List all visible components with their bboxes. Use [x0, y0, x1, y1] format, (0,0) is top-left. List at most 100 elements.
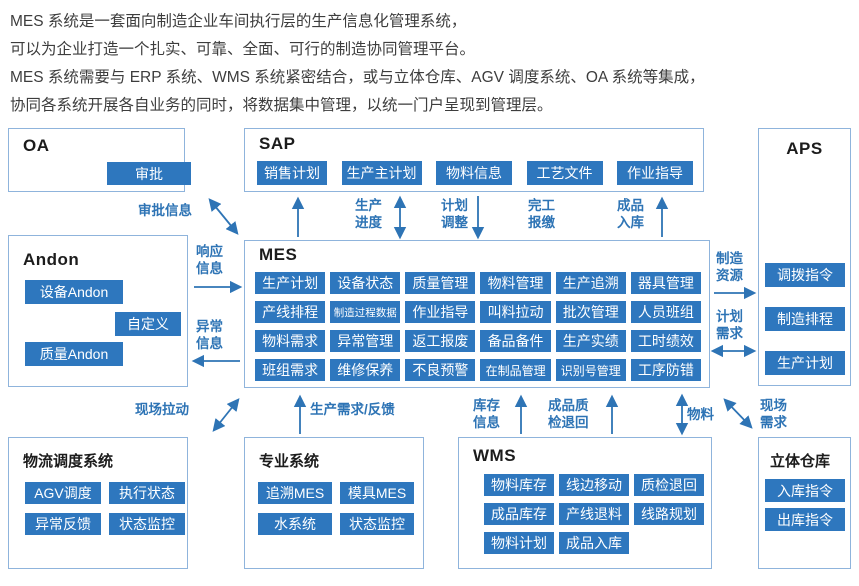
node-inbound-order: 入库指令	[765, 479, 845, 502]
wms-title: WMS	[473, 446, 517, 465]
node-abnormal-feedback: 异常反馈	[25, 513, 101, 535]
node-finished-goods-inbound: 成品入库	[559, 532, 629, 554]
wms-node-grid: 物料库存 线边移动 质检退回 成品库存 产线退料 线路规划 物料计划 成品入库	[484, 474, 704, 554]
label-finished-goods-in: 成品 入库	[617, 198, 644, 230]
intro-paragraph: MES 系统是一套面向制造企业车间执行层的生产信息化管理系统， 可以为企业打造一…	[10, 8, 705, 120]
node-equipment-status: 设备状态	[330, 272, 401, 294]
sap-title: SAP	[259, 134, 296, 153]
node-production-plan-aps: 生产计划	[765, 351, 845, 375]
node-tooling-management: 器具管理	[630, 272, 701, 294]
specialized-node-grid: 追溯MES 模具MES 水系统 状态监控	[258, 482, 416, 535]
andon-title: Andon	[23, 250, 80, 269]
label-manufacturing-resources: 制造 资源	[716, 251, 743, 283]
aps-system-box: APS 调拨指令 制造排程 生产计划	[758, 128, 851, 386]
node-material-management: 物料管理	[480, 272, 551, 294]
node-process-file: 工艺文件	[526, 161, 603, 185]
node-custom-andon: 自定义	[115, 312, 181, 336]
arrow-approval-info	[208, 198, 239, 235]
label-plan-demand: 计划 需求	[716, 309, 743, 341]
label-response-info: 响应 信息	[196, 244, 223, 276]
node-wip-management: 在制品管理	[480, 359, 551, 381]
warehouse-title: 立体仓库	[770, 453, 831, 470]
intro-line-3: MES 系统需要与 ERP 系统、WMS 系统紧密结合，或与立体仓库、AGV 调…	[10, 69, 705, 86]
label-completion-report: 完工 报缴	[528, 198, 555, 230]
specialized-systems-box: 专业系统 追溯MES 模具MES 水系统 状态监控	[244, 437, 424, 569]
node-execution-status: 执行状态	[109, 482, 185, 504]
node-qc-return: 质检退回	[634, 474, 704, 496]
node-material-info: 物料信息	[436, 161, 512, 185]
node-material-call-pull: 叫料拉动	[480, 301, 551, 323]
node-line-material-return: 产线退料	[559, 503, 629, 525]
node-quality-andon: 质量Andon	[25, 342, 123, 366]
label-plan-adjustment: 计划 调整	[441, 198, 468, 230]
label-site-demand: 现场 需求	[760, 398, 787, 430]
label-material: 物料	[687, 407, 714, 422]
node-lineside-move: 线边移动	[559, 474, 629, 496]
node-line-scheduling: 产线排程	[255, 301, 326, 323]
arrow-site-pull	[212, 398, 240, 432]
oa-system-box: OA 审批	[8, 128, 191, 192]
logistics-node-grid: AGV调度 执行状态 异常反馈 状态监控	[25, 482, 185, 535]
node-sales-plan: 销售计划	[257, 161, 327, 185]
node-abnormal-management: 异常管理	[330, 330, 401, 352]
arrow-site-demand	[723, 398, 753, 429]
node-material-demand: 物料需求	[255, 330, 326, 352]
logistics-dispatch-box: 物流调度系统 AGV调度 执行状态 异常反馈 状态监控	[8, 437, 188, 569]
node-mold-mes: 模具MES	[340, 482, 414, 504]
intro-line-2: 可以为企业打造一个扎实、可靠、全面、可行的制造协同管理平台。	[10, 41, 476, 58]
label-approval-info: 审批信息	[138, 203, 192, 218]
node-work-instruction: 作业指导	[617, 161, 693, 185]
node-production-plan: 生产计划	[255, 272, 326, 294]
stereoscopic-warehouse-box: 立体仓库 入库指令 出库指令	[758, 437, 851, 569]
node-personnel-team: 人员班组	[630, 301, 701, 323]
mes-node-grid: 生产计划 设备状态 质量管理 物料管理 生产追溯 器具管理 产线排程 制造过程数…	[255, 272, 701, 381]
label-inventory-info: 库存 信息	[473, 398, 500, 430]
node-labor-hour-kpi: 工时绩效	[630, 330, 701, 352]
node-outbound-order: 出库指令	[765, 508, 845, 531]
label-abnormal-info: 异常 信息	[196, 319, 223, 351]
node-defect-warning: 不良预警	[405, 359, 476, 381]
node-equipment-andon: 设备Andon	[25, 280, 123, 304]
node-work-guidance: 作业指导	[405, 301, 476, 323]
node-team-demand: 班组需求	[255, 359, 326, 381]
node-id-management: 识别号管理	[555, 359, 626, 381]
specialized-title: 专业系统	[259, 453, 320, 470]
node-production-performance: 生产实绩	[555, 330, 626, 352]
node-material-plan: 物料计划	[484, 532, 554, 554]
node-batch-management: 批次管理	[555, 301, 626, 323]
mes-title: MES	[259, 245, 298, 264]
node-production-traceability: 生产追溯	[555, 272, 626, 294]
sap-node-row: 销售计划 生产主计划 物料信息 工艺文件 作业指导	[257, 161, 693, 185]
node-manufacturing-schedule: 制造排程	[765, 307, 845, 331]
label-production-demand-feedback: 生产需求/反馈	[310, 402, 395, 417]
andon-system-box: Andon 设备Andon 自定义 质量Andon	[8, 235, 188, 387]
node-approval: 审批	[107, 162, 191, 185]
intro-line-1: MES 系统是一套面向制造企业车间执行层的生产信息化管理系统，	[10, 13, 467, 30]
aps-title: APS	[786, 139, 823, 158]
node-process-error-proofing: 工序防错	[630, 359, 701, 381]
node-spare-parts: 备品备件	[480, 330, 551, 352]
label-production-progress: 生产 进度	[355, 198, 382, 230]
logistics-title: 物流调度系统	[23, 453, 114, 470]
wms-system-box: WMS 物料库存 线边移动 质检退回 成品库存 产线退料 线路规划 物料计划 成…	[458, 437, 712, 569]
node-route-planning: 线路规划	[634, 503, 704, 525]
node-rework-scrap: 返工报废	[405, 330, 476, 352]
node-transfer-order: 调拨指令	[765, 263, 845, 287]
node-status-monitoring-logistics: 状态监控	[109, 513, 185, 535]
label-finished-qc-return: 成品质 检退回	[548, 398, 589, 430]
mes-system-box: MES 生产计划 设备状态 质量管理 物料管理 生产追溯 器具管理 产线排程 制…	[244, 240, 710, 388]
label-site-pull: 现场拉动	[135, 402, 189, 417]
oa-title: OA	[23, 136, 50, 155]
node-status-monitoring-specialized: 状态监控	[340, 513, 414, 535]
node-finished-inventory: 成品库存	[484, 503, 554, 525]
node-master-production-plan: 生产主计划	[341, 161, 422, 185]
node-quality-management: 质量管理	[405, 272, 476, 294]
node-traceability-mes: 追溯MES	[258, 482, 332, 504]
node-manufacturing-process-data: 制造过程数据	[330, 301, 401, 323]
node-water-system: 水系统	[258, 513, 332, 535]
intro-line-4: 协同各系统开展各自业务的同时，将数据集中管理，以统一门户呈现到管理层。	[10, 97, 553, 114]
node-material-inventory: 物料库存	[484, 474, 554, 496]
node-maintenance: 维修保养	[330, 359, 401, 381]
node-agv-dispatch: AGV调度	[25, 482, 101, 504]
